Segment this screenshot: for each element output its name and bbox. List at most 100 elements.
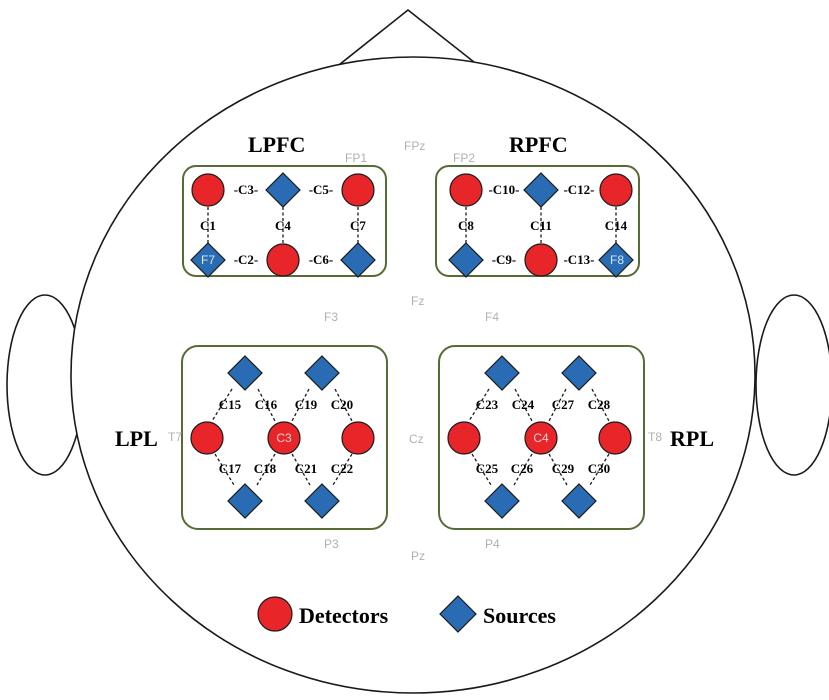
eeg-label-t8: T8 [648, 430, 662, 444]
detector [190, 421, 224, 455]
legend-sources-label: Sources [483, 603, 556, 628]
source [561, 483, 597, 519]
channel-label-c17: C17 [219, 461, 242, 476]
channel-line [513, 453, 533, 486]
channel-label-c24: C24 [512, 397, 535, 412]
source [523, 172, 559, 208]
channel-label-c19: C19 [295, 397, 318, 412]
source [448, 242, 484, 278]
channel-label-c1: C1 [200, 218, 216, 233]
channel-label-c30: C30 [588, 461, 610, 476]
source [227, 355, 263, 391]
channel-label-c12: -C12- [563, 182, 594, 197]
detector [267, 421, 301, 455]
channel-label-c5: -C5- [309, 182, 334, 197]
rpl-box [438, 345, 645, 530]
channel-label-c3: -C3- [234, 182, 259, 197]
channel-label-c16: C16 [255, 397, 278, 412]
channel-label-c28: C28 [588, 397, 611, 412]
channel-line [291, 453, 311, 486]
channel-line [548, 388, 567, 422]
source [561, 355, 597, 391]
legend-detector-icon [257, 596, 293, 632]
eeg-label-f7: F7 [201, 253, 215, 267]
source [484, 355, 520, 391]
source [484, 483, 520, 519]
head-outline [70, 56, 756, 694]
eeg-label-fpz: FPz [404, 139, 425, 153]
detector [447, 421, 481, 455]
channel-label-c14: C14 [605, 218, 628, 233]
right-ear [755, 294, 829, 476]
source [340, 242, 376, 278]
source [598, 242, 634, 278]
legend-source-icon [439, 595, 477, 633]
channel-label-c13: -C13- [563, 252, 594, 267]
channel-label-c23: C23 [476, 397, 499, 412]
channel-label-c18: C18 [254, 461, 277, 476]
channel-label-c2: -C2- [234, 252, 259, 267]
channel-line [332, 453, 353, 486]
legend-detectors-label: Detectors [299, 603, 389, 628]
eeg-label-fz: Fz [411, 294, 424, 308]
channel-label-c20: C20 [331, 397, 353, 412]
channel-label-c10: -C10- [488, 182, 519, 197]
source [190, 242, 226, 278]
channel-line [471, 453, 492, 486]
channel-label-c11: C11 [530, 218, 552, 233]
region-label-lpfc: LPFC [248, 132, 305, 157]
channel-line [514, 388, 533, 422]
eeg-label-f8: F8 [610, 253, 624, 267]
eeg-label-t7: T7 [168, 430, 182, 444]
eeg-label-c4: C4 [533, 431, 549, 445]
eeg-label-f4: F4 [485, 310, 499, 324]
channel-line [548, 453, 568, 486]
detector [524, 421, 558, 455]
channel-label-c27: C27 [552, 397, 575, 412]
channel-label-c22: C22 [331, 461, 353, 476]
channel-label-c25: C25 [476, 461, 499, 476]
channel-line [468, 388, 490, 422]
detector [524, 243, 558, 277]
detector [266, 243, 300, 277]
channel-line [256, 453, 276, 486]
eeg-label-cz: Cz [409, 432, 424, 446]
eeg-label-f3: F3 [324, 310, 338, 324]
lpl-box [181, 345, 388, 530]
eeg-label-p3: P3 [324, 537, 339, 551]
source [227, 483, 263, 519]
region-label-lpl: LPL [115, 426, 158, 451]
eeg-label-fp2: FP2 [453, 151, 475, 165]
channel-line [589, 453, 610, 486]
source [304, 483, 340, 519]
channel-line [211, 388, 233, 422]
channel-label-c15: C15 [219, 397, 242, 412]
channel-line [291, 388, 310, 422]
detector [449, 173, 483, 207]
source [265, 172, 301, 208]
region-label-rpfc: RPFC [509, 132, 568, 157]
channel-label-c8: C8 [458, 218, 474, 233]
channel-label-c6: -C6- [309, 252, 334, 267]
detector [191, 173, 225, 207]
eeg-label-fp1: FP1 [345, 151, 367, 165]
region-label-rpl: RPL [670, 426, 714, 451]
channel-label-c7: C7 [350, 218, 366, 233]
eeg-label-c3: C3 [276, 431, 292, 445]
channel-line [591, 388, 610, 422]
source [304, 355, 340, 391]
channel-label-c4: C4 [275, 218, 291, 233]
channel-label-c9: -C9- [492, 252, 517, 267]
eeg-label-pz: Pz [411, 549, 425, 563]
channel-line [334, 388, 353, 422]
detector [341, 421, 375, 455]
detector [599, 173, 633, 207]
eeg-label-p4: P4 [485, 537, 500, 551]
channel-line [214, 453, 235, 486]
channel-line [257, 388, 276, 422]
detector [341, 173, 375, 207]
channel-label-c21: C21 [295, 461, 317, 476]
detector [598, 421, 632, 455]
